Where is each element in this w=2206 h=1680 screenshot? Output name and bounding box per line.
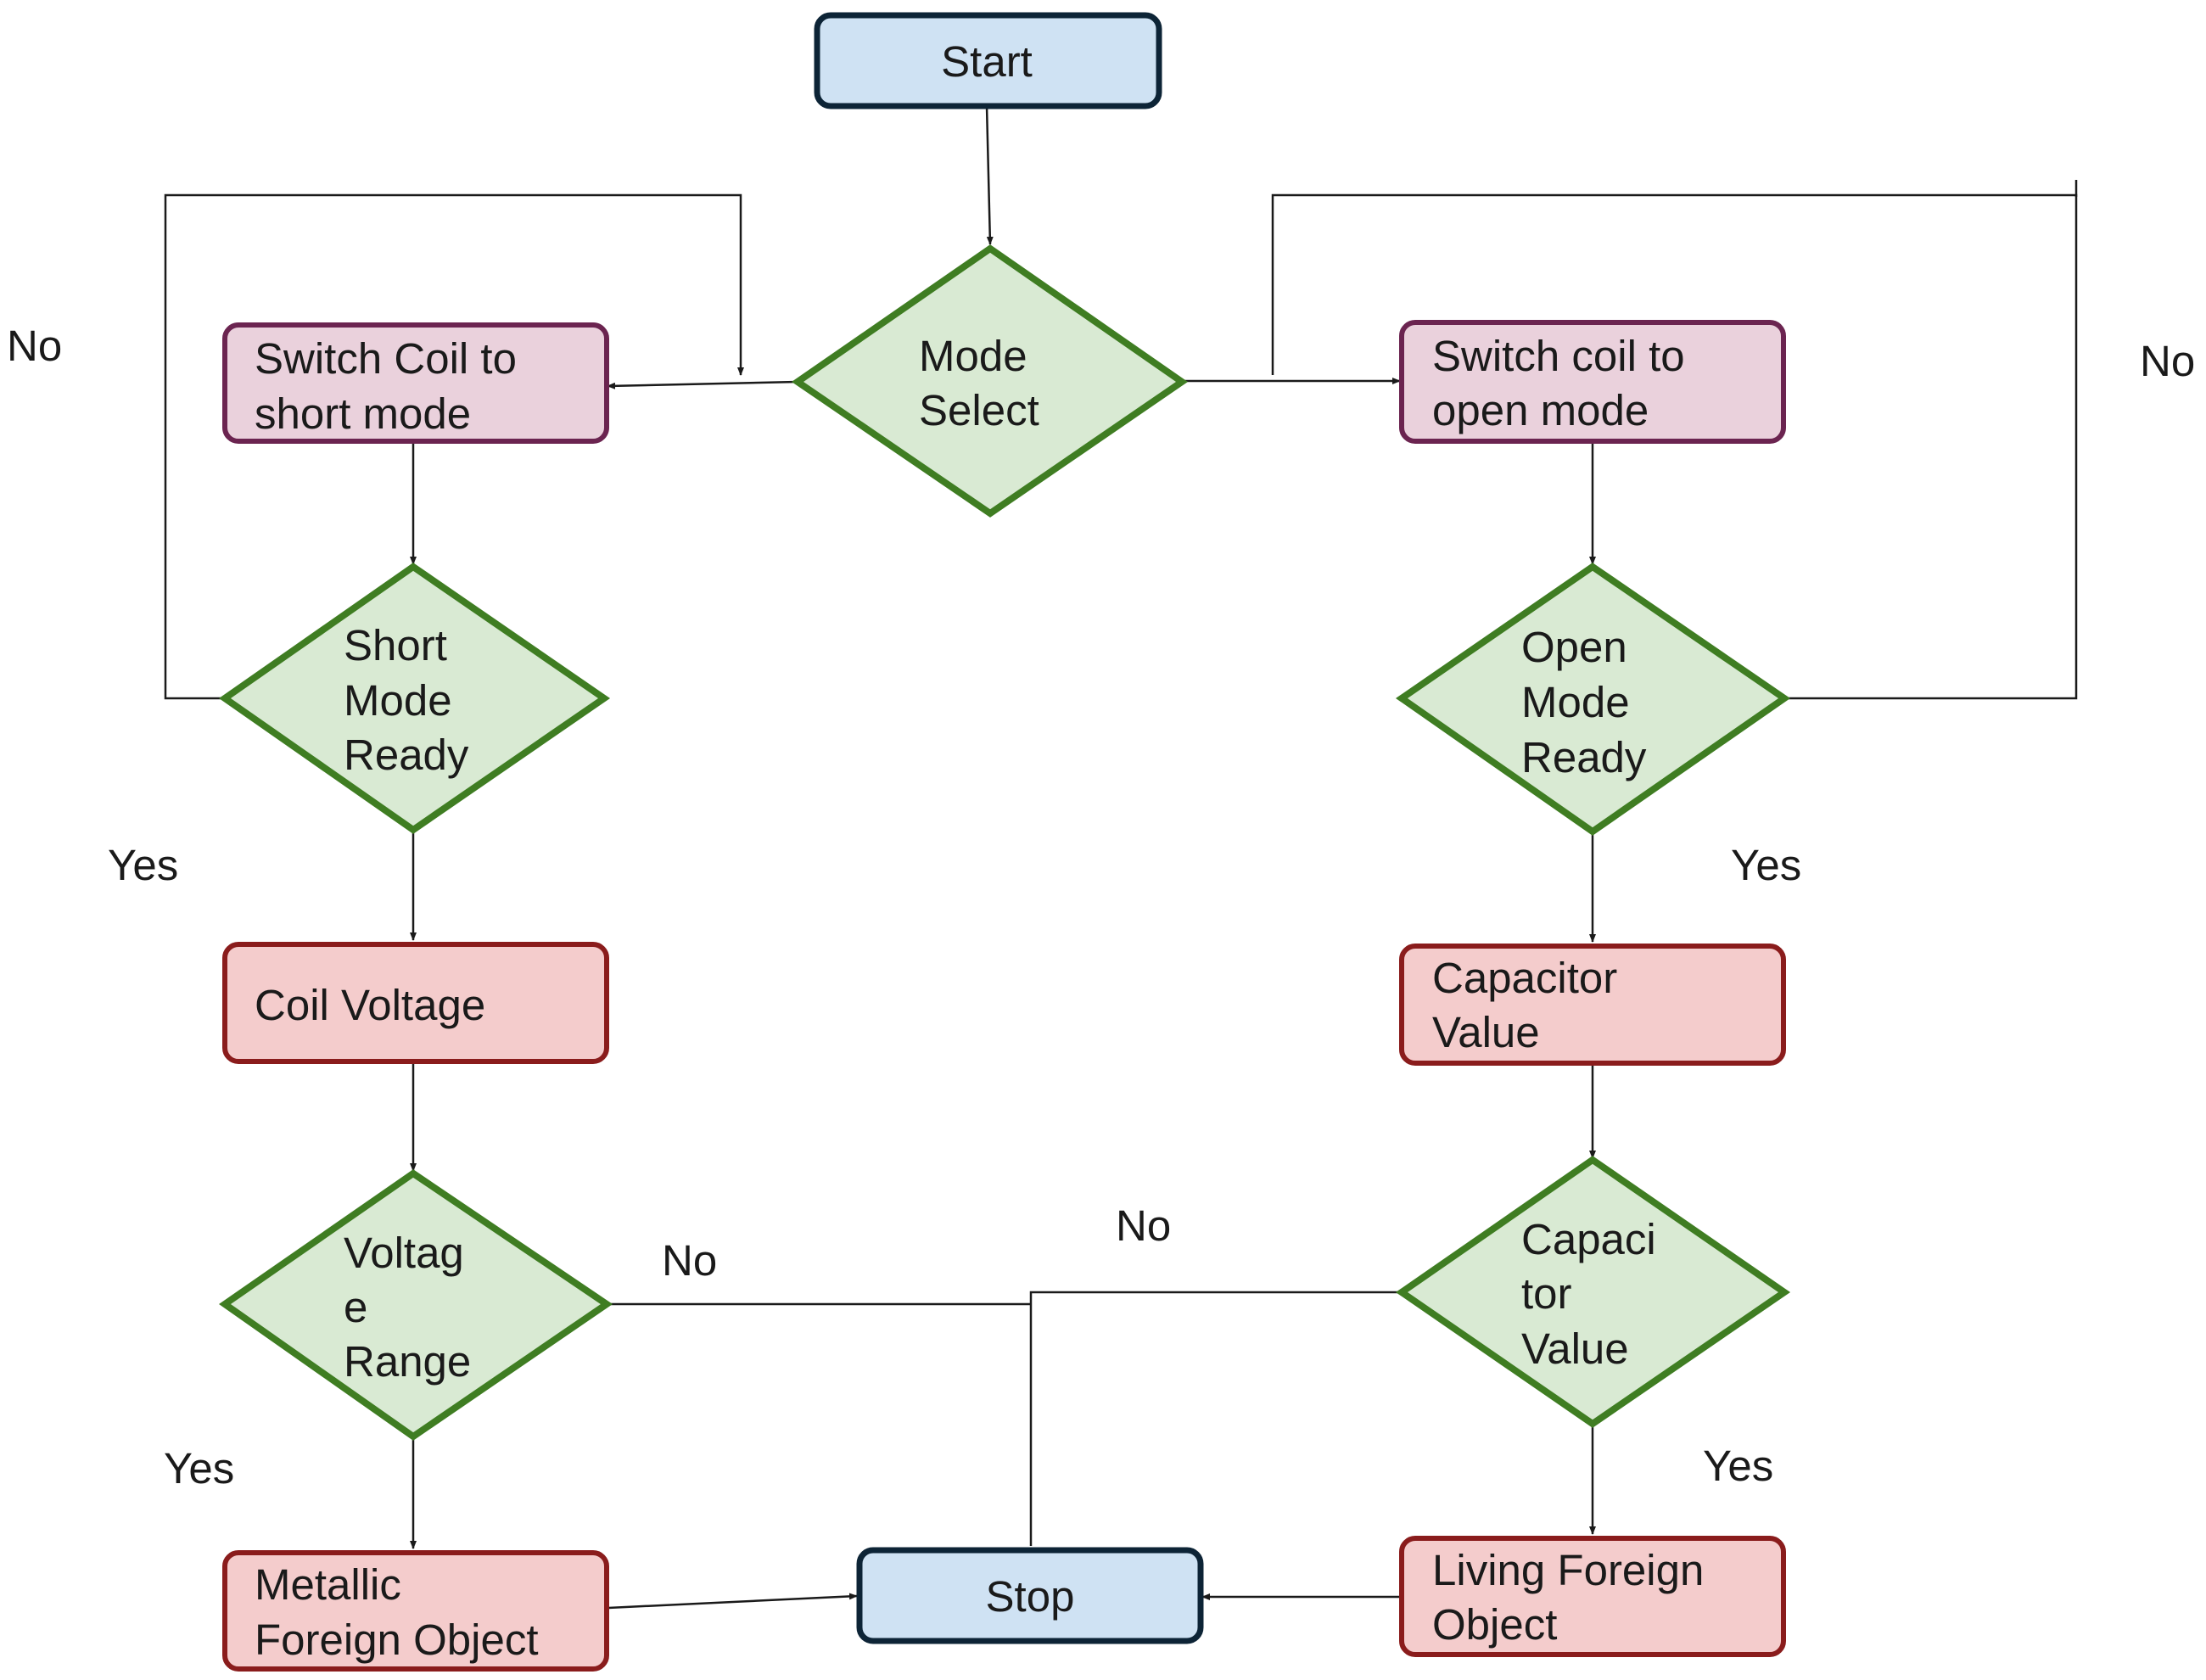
switch-open-mode-box: Switch coil to open mode: [1399, 320, 1786, 444]
short-mode-ready-decision: Short Mode Ready: [219, 563, 611, 834]
switch-open-label-line-2: open mode: [1432, 386, 1649, 434]
connectors: [164, 105, 2078, 1610]
capacitor-value-box: Capacitor Value: [1399, 944, 1786, 1066]
short-ready-label-line-1: Short: [344, 621, 447, 669]
stop-label: Stop: [986, 1572, 1075, 1621]
edge-label-open-no: No: [2140, 337, 2195, 385]
line-capacitor-no: [1029, 1291, 1400, 1546]
switch-short-label-line-1: Switch Coil to: [255, 334, 517, 383]
open-ready-label-line-1: Open: [1521, 623, 1627, 671]
edge-label-voltage-no: No: [662, 1236, 717, 1285]
mode-select-label-line-1: Mode: [919, 332, 1027, 380]
edge-label-voltage-yes: Yes: [164, 1444, 234, 1492]
edge-label-capacitor-yes: Yes: [1703, 1442, 1773, 1490]
start-label: Start: [941, 37, 1033, 86]
open-ready-label-line-3: Ready: [1521, 733, 1647, 781]
metallic-label-line-1: Metallic: [255, 1560, 401, 1609]
mode-select-decision: Mode Select: [791, 244, 1189, 518]
capacitor-decision-label-line-1: Capaci: [1521, 1215, 1656, 1263]
arrow-start-to-mode-select: [985, 105, 994, 245]
short-ready-label-line-2: Mode: [344, 676, 452, 725]
short-ready-label-line-3: Ready: [344, 731, 469, 779]
coil-voltage-box: Coil Voltage: [222, 942, 609, 1064]
voltage-range-decision: Voltag e Range: [219, 1169, 613, 1441]
capacitor-value-decision: Capaci tor Value: [1395, 1156, 1791, 1428]
capacitor-box-label-line-1: Capacitor: [1432, 954, 1617, 1002]
arrow-mode-select-to-switch-short: [607, 380, 798, 389]
switch-short-mode-box: Switch Coil to short mode: [222, 322, 609, 444]
stop-node: Stop: [856, 1547, 1204, 1644]
capacitor-box-label-line-2: Value: [1432, 1008, 1540, 1056]
edge-label-capacitor-no: No: [1116, 1201, 1171, 1250]
voltage-range-label-line-3: Range: [344, 1337, 471, 1386]
metallic-label-line-2: Foreign Object: [255, 1616, 539, 1664]
edge-label-short-no: No: [7, 322, 62, 370]
voltage-range-label-line-1: Voltag: [344, 1229, 464, 1277]
open-ready-label-line-2: Mode: [1521, 678, 1630, 726]
capacitor-decision-label-line-3: Value: [1521, 1324, 1629, 1373]
mode-select-label-line-2: Select: [919, 386, 1039, 434]
start-node: Start: [814, 12, 1162, 109]
arrow-metallic-to-stop: [607, 1593, 858, 1610]
edge-label-open-yes: Yes: [1731, 841, 1801, 889]
edge-labels: No No Yes Yes No No Yes Yes: [7, 322, 2195, 1492]
edge-label-short-yes: Yes: [108, 841, 178, 889]
coil-voltage-label: Coil Voltage: [255, 981, 485, 1029]
capacitor-decision-label-line-2: tor: [1521, 1269, 1572, 1318]
living-foreign-object-box: Living Foreign Object: [1399, 1536, 1786, 1657]
open-mode-ready-decision: Open Mode Ready: [1395, 563, 1791, 836]
living-label-line-2: Object: [1432, 1600, 1557, 1649]
living-label-line-1: Living Foreign: [1432, 1546, 1704, 1594]
loop-short-ready-no: [164, 193, 744, 700]
voltage-range-label-line-2: e: [344, 1283, 367, 1331]
metallic-foreign-object-box: Metallic Foreign Object: [222, 1550, 609, 1672]
switch-open-label-line-1: Switch coil to: [1432, 332, 1685, 380]
switch-short-label-line-2: short mode: [255, 389, 471, 438]
